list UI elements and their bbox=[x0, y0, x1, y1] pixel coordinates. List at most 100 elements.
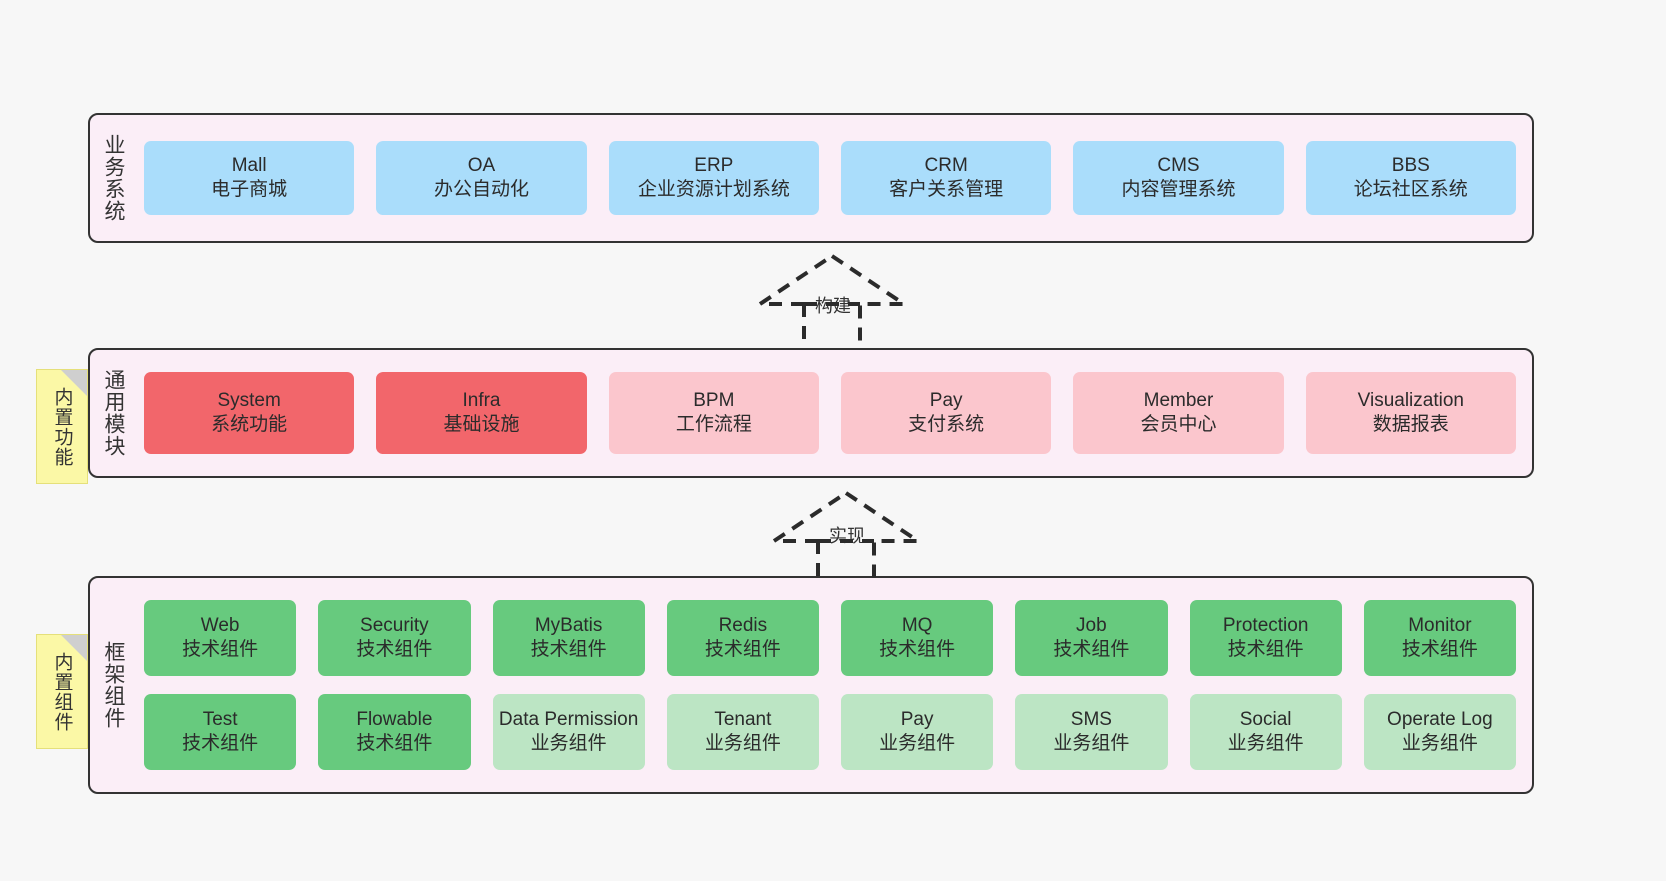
layer-row: Web 技术组件 Security 技术组件 MyBatis 技术组件 Redi… bbox=[144, 600, 1516, 676]
node-sms[interactable]: SMS 业务组件 bbox=[1015, 694, 1168, 770]
node-subtitle: 业务组件 bbox=[879, 733, 956, 754]
node-data-permission[interactable]: Data Permission 业务组件 bbox=[492, 694, 645, 770]
node-subtitle: 系统功能 bbox=[211, 414, 288, 435]
node-subtitle: 业务组件 bbox=[1401, 733, 1478, 754]
node-subtitle: 业务组件 bbox=[530, 733, 607, 754]
node-title: BBS bbox=[1391, 154, 1430, 176]
node-social[interactable]: Social 业务组件 bbox=[1189, 694, 1342, 770]
node-title: Security bbox=[360, 614, 429, 636]
node-subtitle: 技术组件 bbox=[704, 639, 781, 660]
node-title: SMS bbox=[1070, 708, 1112, 730]
note-builtin-function: 内置功能 bbox=[36, 369, 88, 484]
note-text: 内置功能 bbox=[51, 386, 73, 467]
node-subtitle: 技术组件 bbox=[1053, 639, 1130, 660]
node-title: MyBatis bbox=[534, 614, 603, 636]
node-visualization[interactable]: Visualization 数据报表 bbox=[1305, 372, 1516, 454]
node-subtitle: 技术组件 bbox=[182, 639, 259, 660]
node-cms[interactable]: CMS 内容管理系统 bbox=[1073, 141, 1284, 215]
node-subtitle: 技术组件 bbox=[356, 639, 433, 660]
note-text: 内置组件 bbox=[51, 651, 73, 732]
node-title: ERP bbox=[694, 154, 734, 176]
node-mybatis[interactable]: MyBatis 技术组件 bbox=[492, 600, 645, 676]
node-title: System bbox=[217, 389, 281, 411]
layer-title-module: 通用模块 bbox=[101, 369, 125, 457]
layer-common-modules[interactable]: 通用模块 System 系统功能 Infra 基础设施 BPM 工作流程 Pay… bbox=[88, 348, 1534, 478]
arrow-implement bbox=[766, 489, 926, 581]
node-title: Web bbox=[200, 614, 240, 636]
node-bpm[interactable]: BPM 工作流程 bbox=[608, 372, 819, 454]
node-crm[interactable]: CRM 客户关系管理 bbox=[840, 141, 1052, 215]
node-title: Data Permission bbox=[498, 708, 639, 730]
node-subtitle: 技术组件 bbox=[356, 733, 433, 754]
node-title: Pay bbox=[900, 708, 934, 730]
layer-body-business: Mall 电子商城 OA 办公自动化 ERP 企业资源计划系统 CRM 客户关系… bbox=[136, 115, 1532, 241]
node-tenant[interactable]: Tenant 业务组件 bbox=[666, 694, 819, 770]
node-system[interactable]: System 系统功能 bbox=[144, 372, 355, 454]
node-subtitle: 数据报表 bbox=[1372, 414, 1449, 435]
node-title: Flowable bbox=[356, 708, 433, 730]
node-subtitle: 客户关系管理 bbox=[889, 179, 1004, 200]
arrow-implement-label: 实现 bbox=[829, 526, 865, 546]
node-erp[interactable]: ERP 企业资源计划系统 bbox=[608, 141, 819, 215]
node-title: Test bbox=[202, 708, 238, 730]
node-security[interactable]: Security 技术组件 bbox=[318, 600, 471, 676]
node-flowable[interactable]: Flowable 技术组件 bbox=[318, 694, 471, 770]
node-title: BPM bbox=[693, 389, 735, 411]
node-operate-log[interactable]: Operate Log 业务组件 bbox=[1363, 694, 1516, 770]
node-job[interactable]: Job 技术组件 bbox=[1015, 600, 1168, 676]
node-subtitle: 办公自动化 bbox=[433, 179, 529, 200]
node-subtitle: 技术组件 bbox=[1401, 639, 1478, 660]
layer-business-systems[interactable]: 业务系统 Mall 电子商城 OA 办公自动化 ERP 企业资源计划系统 CRM… bbox=[88, 113, 1534, 243]
node-title: Social bbox=[1239, 708, 1292, 730]
node-subtitle: 基础设施 bbox=[443, 414, 520, 435]
layer-title-business: 业务系统 bbox=[101, 134, 125, 222]
layer-row: System 系统功能 Infra 基础设施 BPM 工作流程 Pay 支付系统… bbox=[144, 372, 1516, 454]
layer-body-framework: Web 技术组件 Security 技术组件 MyBatis 技术组件 Redi… bbox=[136, 578, 1532, 792]
node-subtitle: 业务组件 bbox=[1053, 733, 1130, 754]
layer-row: Test 技术组件 Flowable 技术组件 Data Permission … bbox=[144, 694, 1516, 770]
node-title: CMS bbox=[1157, 154, 1200, 176]
node-pay-business[interactable]: Pay 业务组件 bbox=[841, 694, 994, 770]
node-subtitle: 内容管理系统 bbox=[1121, 179, 1236, 200]
node-title: MQ bbox=[901, 614, 933, 636]
node-web[interactable]: Web 技术组件 bbox=[144, 600, 297, 676]
node-subtitle: 论坛社区系统 bbox=[1353, 179, 1468, 200]
note-fold-corner-icon bbox=[61, 635, 87, 661]
node-subtitle: 电子商城 bbox=[211, 179, 288, 200]
node-title: Infra bbox=[462, 389, 501, 411]
node-subtitle: 业务组件 bbox=[1227, 733, 1304, 754]
arrow-build-icon bbox=[753, 254, 911, 344]
node-pay[interactable]: Pay 支付系统 bbox=[840, 372, 1052, 454]
node-redis[interactable]: Redis 技术组件 bbox=[666, 600, 819, 676]
node-infra[interactable]: Infra 基础设施 bbox=[376, 372, 587, 454]
node-protection[interactable]: Protection 技术组件 bbox=[1189, 600, 1342, 676]
node-mq[interactable]: MQ 技术组件 bbox=[841, 600, 994, 676]
node-monitor[interactable]: Monitor 技术组件 bbox=[1363, 600, 1516, 676]
node-bbs[interactable]: BBS 论坛社区系统 bbox=[1305, 141, 1516, 215]
node-test[interactable]: Test 技术组件 bbox=[144, 694, 297, 770]
note-builtin-component: 内置组件 bbox=[36, 634, 88, 749]
layer-row: Mall 电子商城 OA 办公自动化 ERP 企业资源计划系统 CRM 客户关系… bbox=[144, 141, 1516, 215]
node-title: Member bbox=[1143, 389, 1214, 411]
node-oa[interactable]: OA 办公自动化 bbox=[376, 141, 587, 215]
node-member[interactable]: Member 会员中心 bbox=[1073, 372, 1284, 454]
node-title: Job bbox=[1076, 614, 1107, 636]
node-mall[interactable]: Mall 电子商城 bbox=[144, 141, 355, 215]
arrow-build bbox=[752, 252, 912, 344]
node-subtitle: 技术组件 bbox=[879, 639, 956, 660]
arrow-implement-icon bbox=[767, 491, 925, 581]
layer-body-module: System 系统功能 Infra 基础设施 BPM 工作流程 Pay 支付系统… bbox=[136, 350, 1532, 476]
node-title: Tenant bbox=[714, 708, 772, 730]
node-subtitle: 业务组件 bbox=[704, 733, 781, 754]
node-subtitle: 会员中心 bbox=[1140, 414, 1217, 435]
node-title: Pay bbox=[929, 389, 963, 411]
note-fold-corner-icon bbox=[61, 370, 87, 396]
node-title: CRM bbox=[924, 154, 968, 176]
node-subtitle: 技术组件 bbox=[1227, 639, 1304, 660]
node-subtitle: 工作流程 bbox=[675, 414, 752, 435]
layer-framework-components[interactable]: 框架组件 Web 技术组件 Security 技术组件 MyBatis 技术组件… bbox=[88, 576, 1534, 794]
node-title: OA bbox=[467, 154, 496, 176]
node-title: Visualization bbox=[1357, 389, 1464, 411]
layer-title-framework: 框架组件 bbox=[101, 641, 125, 729]
